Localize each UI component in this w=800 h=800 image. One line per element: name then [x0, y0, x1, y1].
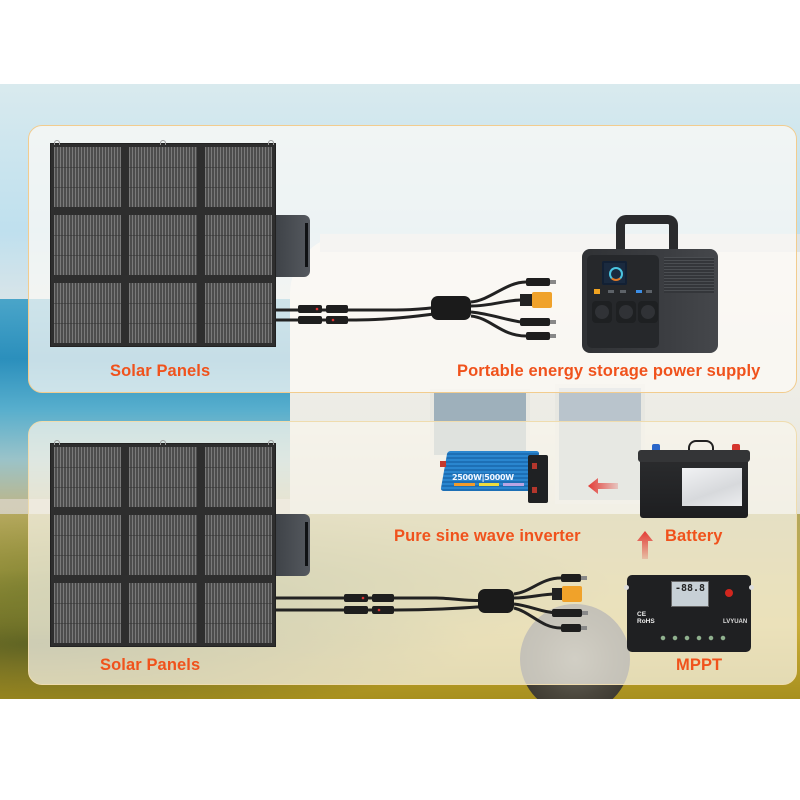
arrow-left-icon	[588, 478, 618, 494]
solar-cell	[204, 583, 273, 643]
mppt-cert-marks: CE RoHS	[637, 611, 655, 625]
solar-panel-image	[50, 443, 276, 647]
solar-cell	[54, 215, 122, 275]
usb-port	[646, 290, 652, 293]
battery-image	[638, 440, 750, 520]
solar-cell	[54, 447, 122, 507]
top-solar-panels-label: Solar Panels	[110, 362, 211, 380]
solar-cell	[54, 147, 122, 207]
mppt-label: MPPT	[676, 656, 723, 674]
mppt-terminals	[657, 635, 729, 641]
usb-port	[608, 290, 614, 293]
inverter-end-panel	[528, 455, 548, 503]
battery-label-plate	[682, 468, 742, 506]
y-cable	[276, 278, 556, 340]
mppt-controller-image: -88.8 CE RoHS LVYUAN	[624, 575, 754, 652]
solar-cell	[54, 515, 122, 575]
bottom-solar-panels-label: Solar Panels	[100, 656, 201, 674]
inverter-color-bars	[454, 483, 524, 486]
battery-positive-terminal	[732, 444, 740, 452]
power-station-image	[580, 215, 720, 355]
ac-socket	[638, 301, 658, 323]
solar-cell	[54, 283, 122, 343]
solar-cell	[54, 583, 122, 643]
solar-panel-image	[50, 143, 276, 347]
power-supply-label: Portable energy storage power supply	[457, 362, 761, 380]
mppt-brand: LVYUAN	[723, 619, 748, 625]
mount-ring	[268, 440, 274, 445]
mount-ring	[160, 140, 166, 145]
mount-ring	[268, 140, 274, 145]
solar-cell	[129, 515, 197, 575]
solar-cell	[204, 147, 273, 207]
solar-cell	[204, 447, 273, 507]
inverter-rating: 2500W|5000W	[452, 473, 514, 482]
solar-cell	[129, 583, 197, 643]
usb-port	[636, 290, 642, 293]
inverter-image: 2500W|5000W	[438, 451, 550, 503]
station-vent	[664, 257, 714, 293]
solar-cell	[204, 215, 273, 275]
station-screen	[602, 261, 627, 285]
solar-cell	[204, 283, 273, 343]
mppt-lcd: -88.8	[671, 581, 709, 607]
ac-socket	[592, 301, 612, 323]
inverter-terminal	[440, 461, 446, 467]
battery-negative-terminal	[652, 444, 660, 452]
mount-ring	[54, 440, 60, 445]
mppt-button	[725, 589, 733, 597]
station-button	[594, 289, 600, 294]
station-handle	[616, 215, 678, 255]
solar-cell	[129, 215, 197, 275]
rohs-mark: RoHS	[637, 618, 655, 625]
mount-ear	[749, 585, 754, 590]
ce-mark: CE	[637, 611, 647, 618]
battery-label: Battery	[665, 527, 723, 545]
usb-port	[620, 290, 626, 293]
junction-pouch	[276, 514, 310, 576]
mount-ring	[160, 440, 166, 445]
mount-ear	[624, 585, 629, 590]
solar-cell	[204, 515, 273, 575]
solar-cell	[129, 147, 197, 207]
junction-pouch	[276, 215, 310, 277]
mount-ring	[54, 140, 60, 145]
battery-strap	[688, 440, 714, 452]
y-cable	[276, 574, 588, 632]
solar-cell	[129, 447, 197, 507]
solar-cell	[129, 283, 197, 343]
inverter-label: Pure sine wave inverter	[394, 527, 581, 545]
battery-lid	[638, 450, 750, 462]
ac-socket	[616, 301, 636, 323]
arrow-up-icon	[637, 531, 653, 559]
